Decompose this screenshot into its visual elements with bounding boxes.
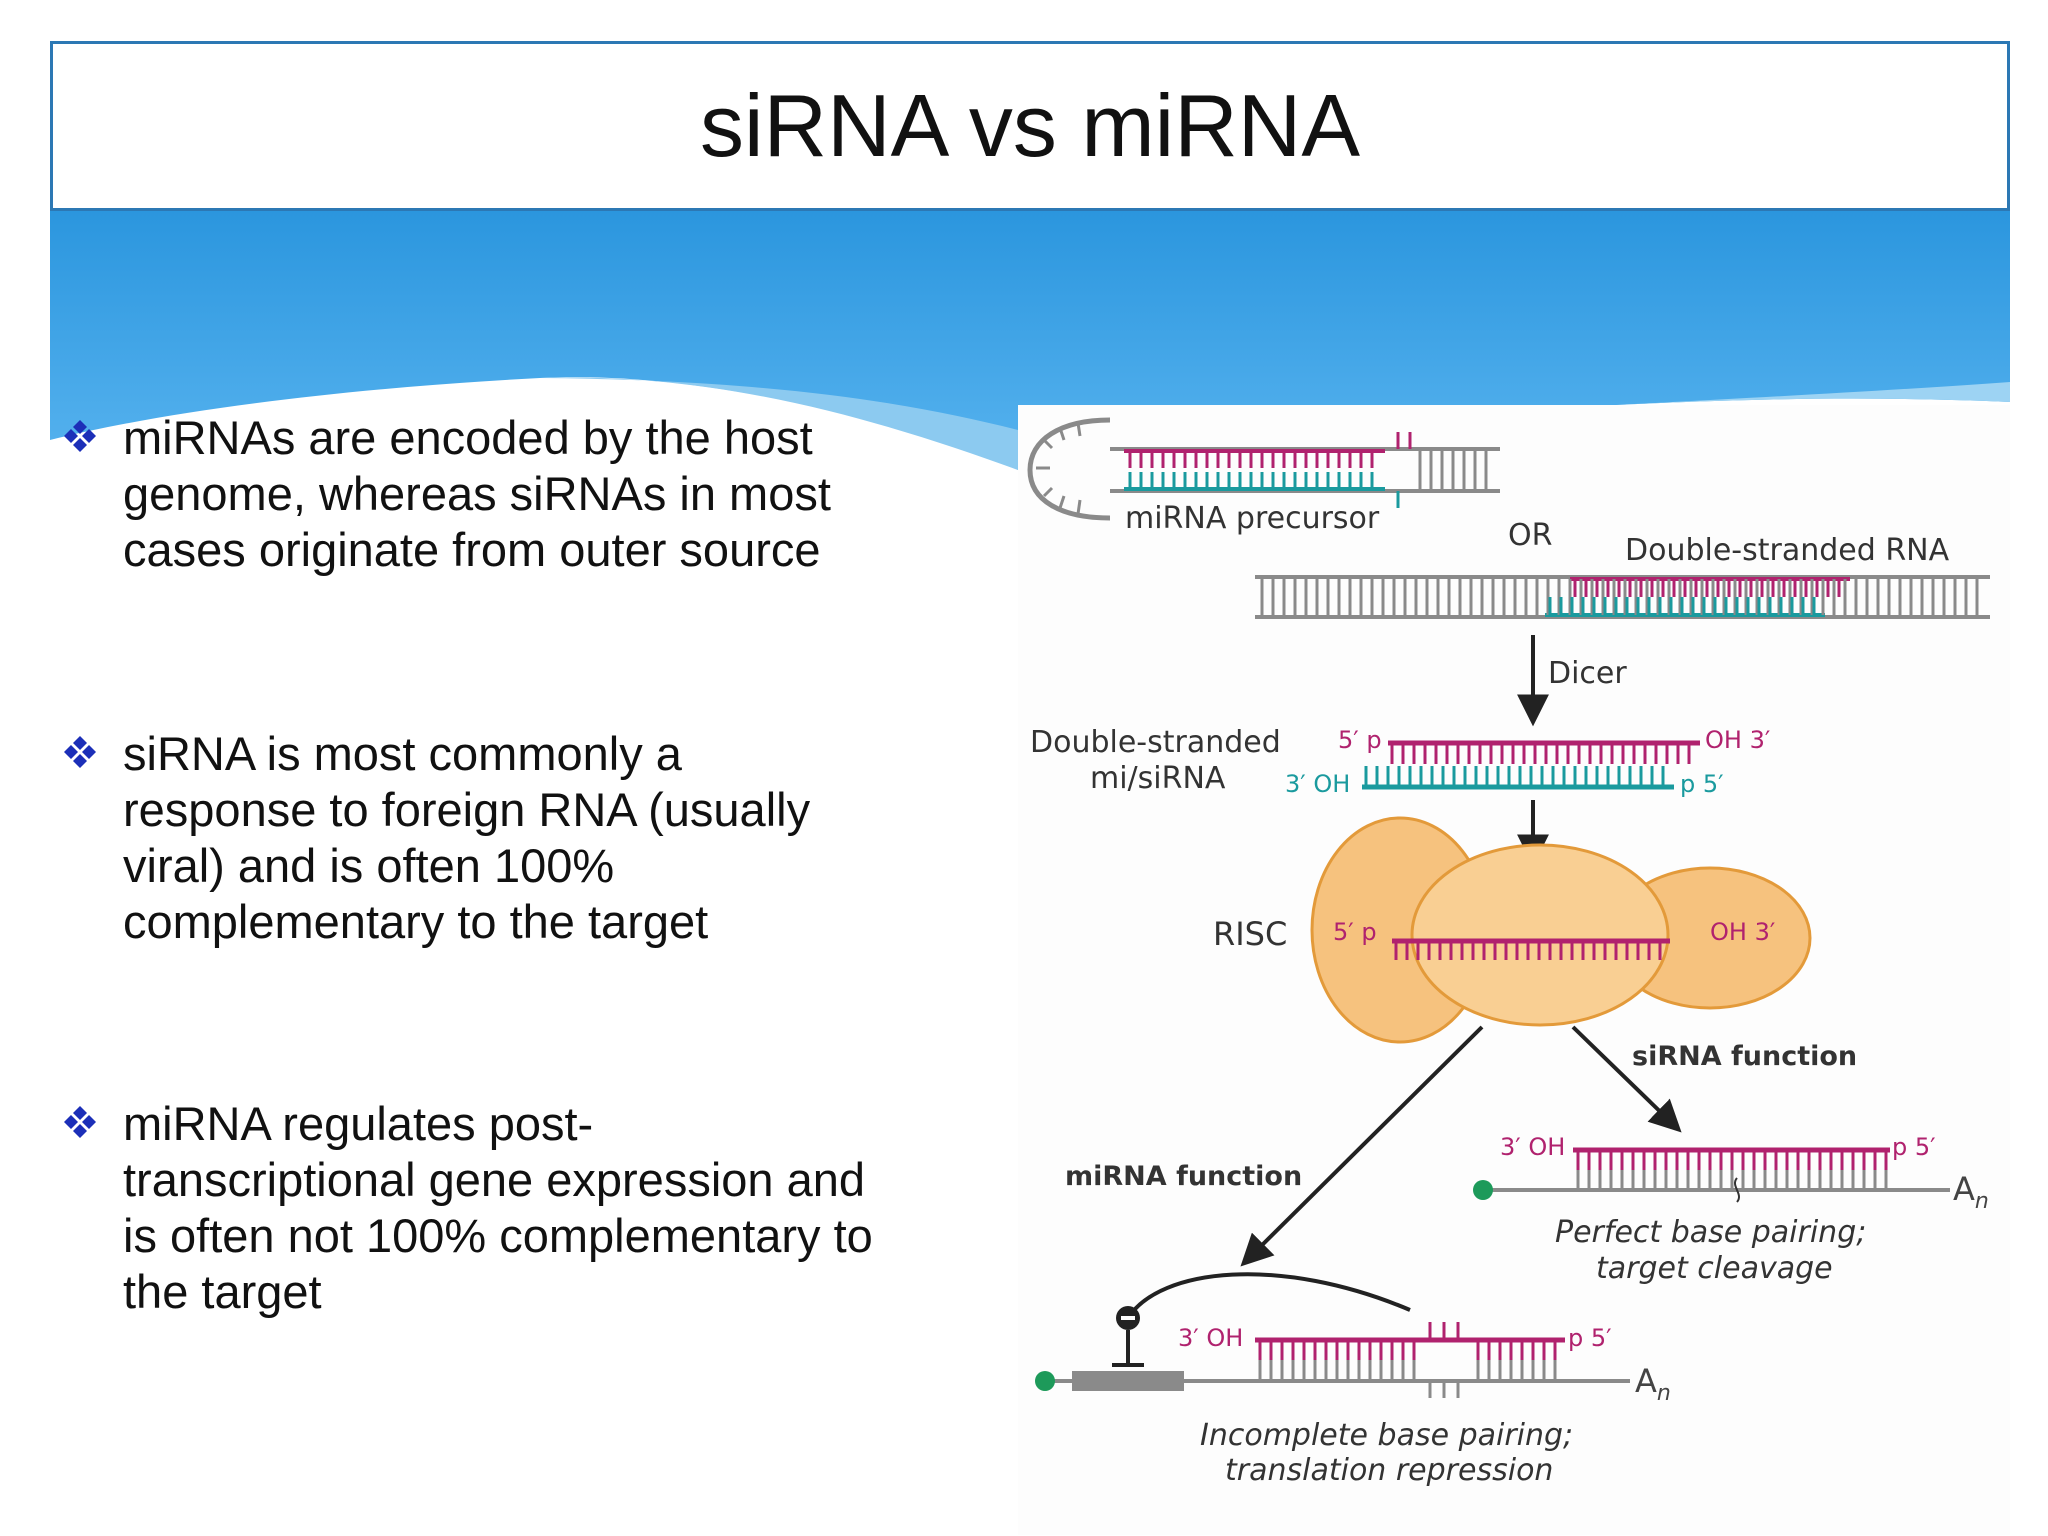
risc-label: RISC [1213, 915, 1287, 953]
title-box: siRNA vs miRNA [50, 41, 2010, 211]
four-diamond-bullet-icon [64, 420, 96, 452]
cap-dot-icon [1035, 1371, 1055, 1391]
sirna-branch-arrow [1571, 1025, 1682, 1133]
sirna-function-label: siRNA function [1632, 1041, 1857, 1072]
ds-p5-end: p 5′ [1680, 770, 1724, 798]
si-polya-tail: An [1953, 1170, 1989, 1214]
four-diamond-bullet-icon [64, 736, 96, 768]
mi-caption-line2: translation repression [1225, 1453, 1553, 1488]
rnai-pathway-diagram: miRNA precursor OR Double-stranded RNA D… [1018, 405, 2010, 1535]
mi-3oh-end: 3′ OH [1178, 1324, 1243, 1352]
risc-complex [1310, 816, 1812, 1044]
ds-oh3-end: OH 3′ [1705, 726, 1770, 754]
mirna-precursor-label: miRNA precursor [1125, 501, 1380, 536]
cap-dot-icon [1473, 1180, 1493, 1200]
slide-title: siRNA vs miRNA [699, 76, 1361, 175]
mi-polya-tail: An [1635, 1362, 1671, 1406]
risc-5p-end: 5′ p [1333, 918, 1377, 946]
mirna-branch-arrow [1240, 1025, 1484, 1267]
mirna-function-label: miRNA function [1065, 1161, 1302, 1192]
ds-3oh-end: 3′ OH [1285, 770, 1350, 798]
double-stranded-rna [1255, 575, 1990, 619]
ds-mirna-label-line1: Double-stranded [1030, 725, 1281, 760]
mi-p5-end: p 5′ [1568, 1324, 1612, 1352]
ds-mirna-label-line2: mi/siRNA [1090, 761, 1226, 796]
four-diamond-bullet-icon [64, 1106, 96, 1138]
mirna-target-pairing [1035, 1272, 1630, 1398]
or-label: OR [1508, 518, 1552, 553]
risc-oh3-end: OH 3′ [1710, 918, 1775, 946]
ds-5p-end: 5′ p [1338, 726, 1382, 754]
bullet-text-1: miRNAs are encoded by the host genome, w… [123, 411, 831, 576]
cleavage-mark-icon [1734, 1177, 1740, 1203]
ds-mirna-duplex [1362, 740, 1700, 790]
mi-caption-line1: Incomplete base pairing; [1200, 1418, 1573, 1453]
si-3oh-end: 3′ OH [1500, 1133, 1565, 1161]
dicer-label: Dicer [1548, 656, 1627, 691]
si-p5-end: p 5′ [1892, 1133, 1936, 1161]
mirna-precursor-hairpin [1027, 417, 1500, 521]
bullet-text-3: miRNA regulates post- transcriptional ge… [123, 1097, 873, 1318]
si-caption-line1: Perfect base pairing; [1555, 1215, 1866, 1250]
si-caption-line2: target cleavage [1596, 1251, 1833, 1286]
sirna-target-pairing [1473, 1147, 1950, 1203]
bullet-text-2: siRNA is most commonly a response to for… [123, 727, 811, 948]
dsrna-label: Double-stranded RNA [1625, 533, 1950, 568]
